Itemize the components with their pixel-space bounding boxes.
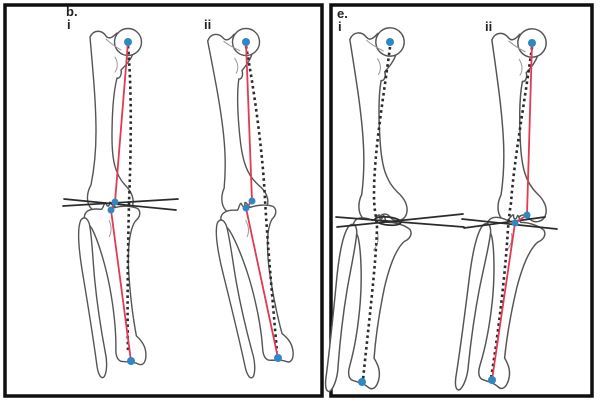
knee-joint-line	[463, 216, 546, 229]
panel-b: b. i ii	[3, 3, 324, 398]
panel-b-border	[3, 3, 324, 398]
knee-joint-line	[63, 198, 177, 211]
tibia-fibula-outline	[450, 208, 548, 401]
subfigure-e-i	[321, 26, 465, 401]
knee-joint-line	[335, 216, 465, 228]
mechanical-axis-line	[245, 41, 279, 359]
femoral-head-landmark-dot	[386, 38, 394, 46]
anatomical-axis-dashed-line	[244, 45, 279, 353]
femoral-head-landmark-dot	[242, 38, 250, 46]
knee-joint-crossing-detail	[374, 215, 402, 227]
knee-tibia-landmark-dot	[242, 204, 250, 212]
ankle-landmark-dot	[274, 354, 282, 362]
panel-e-label: e.	[337, 6, 348, 21]
knee-tibia-landmark-dot	[511, 219, 519, 227]
subfigure-e-ii	[450, 27, 558, 401]
ankle-landmark-dot	[358, 378, 366, 386]
subfigure-b-ii	[203, 26, 310, 380]
subfigure-e-ii-label: ii	[485, 19, 492, 34]
subfigure-b-i-label: i	[67, 17, 71, 32]
femur-outline	[203, 26, 278, 217]
femur-outline	[86, 27, 143, 213]
femur-outline	[488, 27, 557, 225]
ankle-landmark-dot	[488, 376, 496, 384]
panel-e: e. i ii	[321, 3, 594, 401]
panel-e-border	[329, 3, 594, 398]
femoral-head-landmark-dot	[124, 38, 132, 46]
tibia-fibula-outline	[72, 197, 162, 380]
ankle-landmark-dot	[127, 357, 135, 365]
knee-tibia-landmark-dot	[107, 206, 115, 214]
subfigure-e-i-label: i	[338, 19, 342, 34]
knee-femur-landmark-dot	[111, 198, 119, 206]
knee-joint-line	[461, 218, 558, 230]
subfigure-b-ii-label: ii	[204, 17, 211, 32]
femoral-head-landmark-dot	[528, 39, 536, 47]
knee-joint-line	[62, 198, 179, 207]
tibia-fibula-outline	[321, 209, 414, 401]
subfigure-b-i	[62, 27, 179, 380]
mechanical-axis-line	[110, 41, 132, 362]
tibia-fibula-outline	[208, 195, 310, 380]
femur-outline	[345, 26, 418, 224]
anatomical-axis-dashed-line	[361, 46, 392, 381]
anatomical-axis-dashed-line	[489, 46, 534, 379]
knee-femur-landmark-dot	[523, 211, 531, 219]
panel-b-label: b.	[66, 4, 78, 19]
knee-femur-landmark-dot	[248, 197, 256, 205]
mechanical-axis-line	[491, 42, 533, 381]
